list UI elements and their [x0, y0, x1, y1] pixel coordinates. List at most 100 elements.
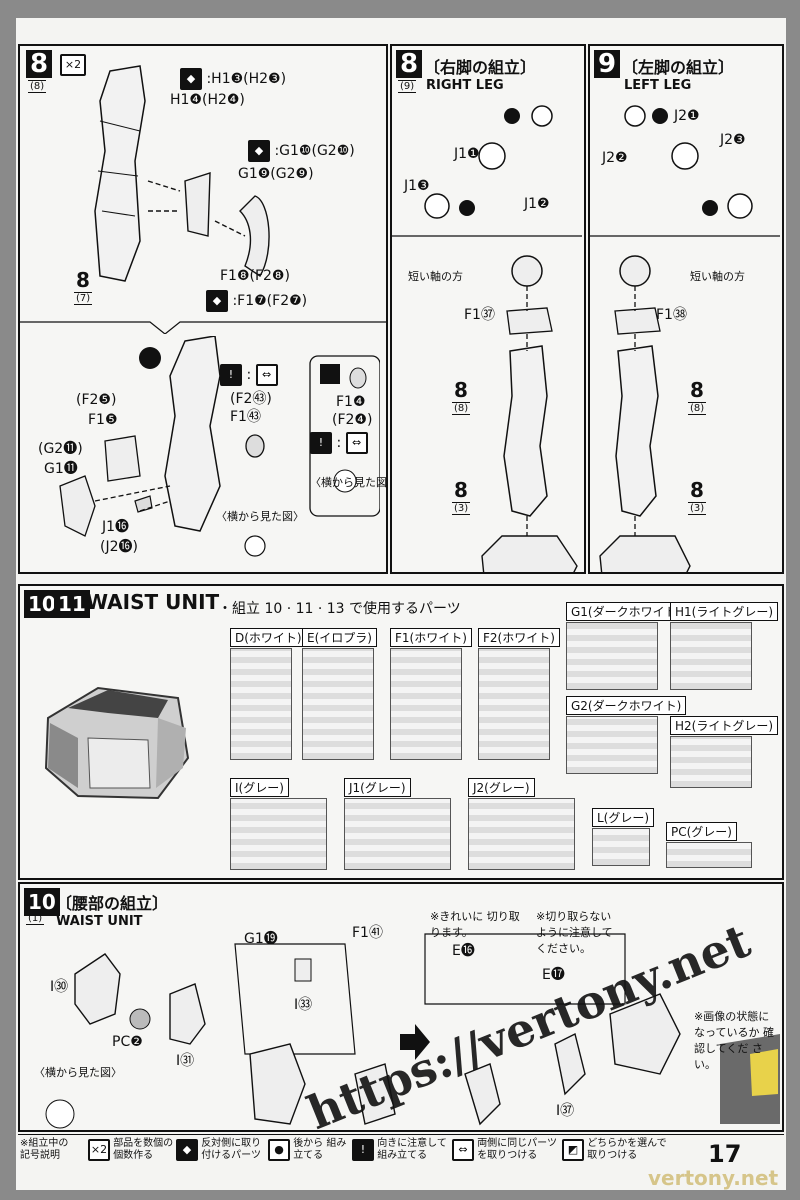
- note-label: 短い軸の方: [690, 270, 745, 283]
- runner-label: E(イロプラ): [302, 628, 377, 647]
- part-label: F1❺: [88, 412, 118, 428]
- part-label: (G2⓫): [38, 441, 83, 457]
- part-label: I㉝: [294, 997, 313, 1013]
- runner-sprue: [566, 622, 658, 690]
- legend-bar: [18, 1134, 784, 1179]
- choice-icon: ◩: [562, 1139, 584, 1161]
- step-number: 9: [594, 50, 621, 78]
- step-number: 8: [26, 50, 53, 78]
- sub-divider: [20, 321, 386, 334]
- flip-icon: ◆: [206, 290, 228, 312]
- ref-step-sub: (3): [452, 502, 471, 515]
- runner-sprue: [390, 648, 462, 760]
- part-label: J1❸: [404, 178, 430, 194]
- step-number: 10: [24, 590, 60, 618]
- runner-sprue: [344, 798, 451, 870]
- ref-step-number: 8: [76, 268, 90, 292]
- runner-label: F2(ホワイト): [478, 628, 560, 647]
- runner-label: L(グレー): [592, 808, 655, 827]
- runner-sprue: [468, 798, 575, 870]
- legend-entry: ×2 部品を数個の 個数作る: [88, 1138, 179, 1162]
- flip-icon: ◆: [176, 1139, 198, 1161]
- runner-sprue: [670, 622, 752, 690]
- part-label: J1⓰: [102, 519, 130, 535]
- part-label: I㊲: [556, 1103, 575, 1119]
- legend-entry: ! 向きに注意して 組み立てる: [352, 1138, 457, 1162]
- runner-label: J2(グレー): [468, 778, 535, 797]
- part-label: J2❸: [720, 132, 746, 148]
- step10-panel: 10 (1) 〔腰部の組立〕 WAIST UNIT I㉚ PC❷ I㉛ 〈横から…: [18, 882, 784, 1132]
- runner-label: G2(ダークホワイト): [566, 696, 687, 715]
- part-label: F1㊸: [230, 409, 261, 425]
- part-label: (F2㊸): [230, 391, 272, 407]
- part-label: J1❶: [454, 146, 480, 162]
- right-leg-illustration: [392, 105, 582, 572]
- part-label: E⓱: [542, 967, 565, 983]
- runner-sprue: [670, 736, 752, 788]
- runner-label: I(グレー): [230, 778, 289, 797]
- part-label: ! : ⇔: [220, 364, 278, 386]
- runner-label: J1(グレー): [344, 778, 411, 797]
- substep-label: (8): [28, 80, 47, 93]
- ref-step-number: 8: [454, 478, 468, 502]
- note-label: ※きれいに 切り取ります。: [430, 910, 520, 939]
- runner-sprue: [478, 648, 550, 760]
- waist-unit-render: [44, 686, 190, 800]
- parts-note: ・組立 10 · 11 · 13 で使用するパーツ: [218, 601, 461, 617]
- ref-step-number: 8: [690, 478, 704, 502]
- part-label: I㉚: [50, 979, 69, 995]
- ref-step-number: 8: [690, 378, 704, 402]
- part-label: F1❹: [336, 394, 366, 410]
- runner-sprue: [592, 828, 650, 866]
- both-sides-icon: ⇔: [452, 1139, 474, 1161]
- legend-entry: ⇔ 両側に同じパーツ を取りつける: [452, 1138, 567, 1162]
- runner-sprue: [230, 798, 327, 870]
- step8-panel: 8 ×2 (8) ◆ :H1❸(H2❸) H1❹(H2❹) ◆ :G1❿(G2❿…: [18, 44, 388, 574]
- runner-label: H1(ライトグレー): [670, 602, 779, 621]
- ref-step-sub: (8): [452, 402, 471, 415]
- watermark-corner: vertony.net: [648, 1166, 779, 1190]
- runner-label: D(ホワイト): [230, 628, 307, 647]
- runner-sprue: [666, 842, 752, 868]
- multiply-icon: ×2: [88, 1139, 110, 1161]
- runner-sprue: [566, 716, 658, 774]
- runner-label: H2(ライトグレー): [670, 716, 779, 735]
- part-label: J2❷: [602, 150, 628, 166]
- caution-icon: !: [310, 432, 332, 454]
- part-label: ◆ :H1❸(H2❸): [180, 68, 286, 90]
- part-label: G1❾(G2❾): [238, 166, 314, 182]
- part-label: (F2❺): [76, 392, 117, 408]
- legend-entry: ● 後から 組み立てる: [268, 1138, 349, 1162]
- leg-part-illustration: [94, 65, 270, 282]
- side-view-label: 〈横から見た図〉: [34, 1066, 122, 1079]
- side-view-label: 〈横から見た図〉: [216, 510, 304, 523]
- substep-label: (9): [398, 80, 417, 93]
- flip-icon: ◆: [180, 68, 202, 90]
- both-sides-icon: ⇔: [255, 364, 278, 386]
- step-number: 11: [54, 590, 90, 618]
- later-icon: ●: [268, 1139, 290, 1161]
- both-sides-icon: ⇔: [345, 432, 368, 454]
- part-label: F1❽(F2❽): [220, 268, 290, 284]
- step-title-en: RIGHT LEG: [426, 78, 504, 93]
- ref-step-sub: (7): [74, 292, 93, 305]
- runner-sprue: [230, 648, 292, 760]
- part-label: E⓰: [452, 943, 475, 959]
- part-label: H1❹(H2❹): [170, 92, 245, 108]
- ref-step-number: 8: [454, 378, 468, 402]
- page-number: 17: [708, 1140, 742, 1168]
- part-label: F1㊲: [464, 307, 495, 323]
- part-label: PC❷: [112, 1034, 143, 1050]
- step-title-en: LEFT LEG: [624, 78, 692, 93]
- part-label: F1㊶: [352, 925, 383, 941]
- note-label: 短い軸の方: [408, 270, 463, 283]
- ref-step-sub: (8): [688, 402, 707, 415]
- ref-step-sub: (3): [688, 502, 707, 515]
- waist-parts-panel: 10 11 WAIST UNIT ・組立 10 · 11 · 13 で使用するパ…: [18, 584, 784, 880]
- part-label: G1⓳: [244, 931, 278, 947]
- left-leg-illustration: [590, 105, 780, 572]
- part-label: ◆ :G1❿(G2❿): [248, 140, 355, 162]
- caution-icon: !: [220, 364, 242, 386]
- legend-entry: ◆ 反対側に取り 付けるパーツ: [176, 1138, 267, 1162]
- part-label: (J2⓰): [100, 539, 138, 555]
